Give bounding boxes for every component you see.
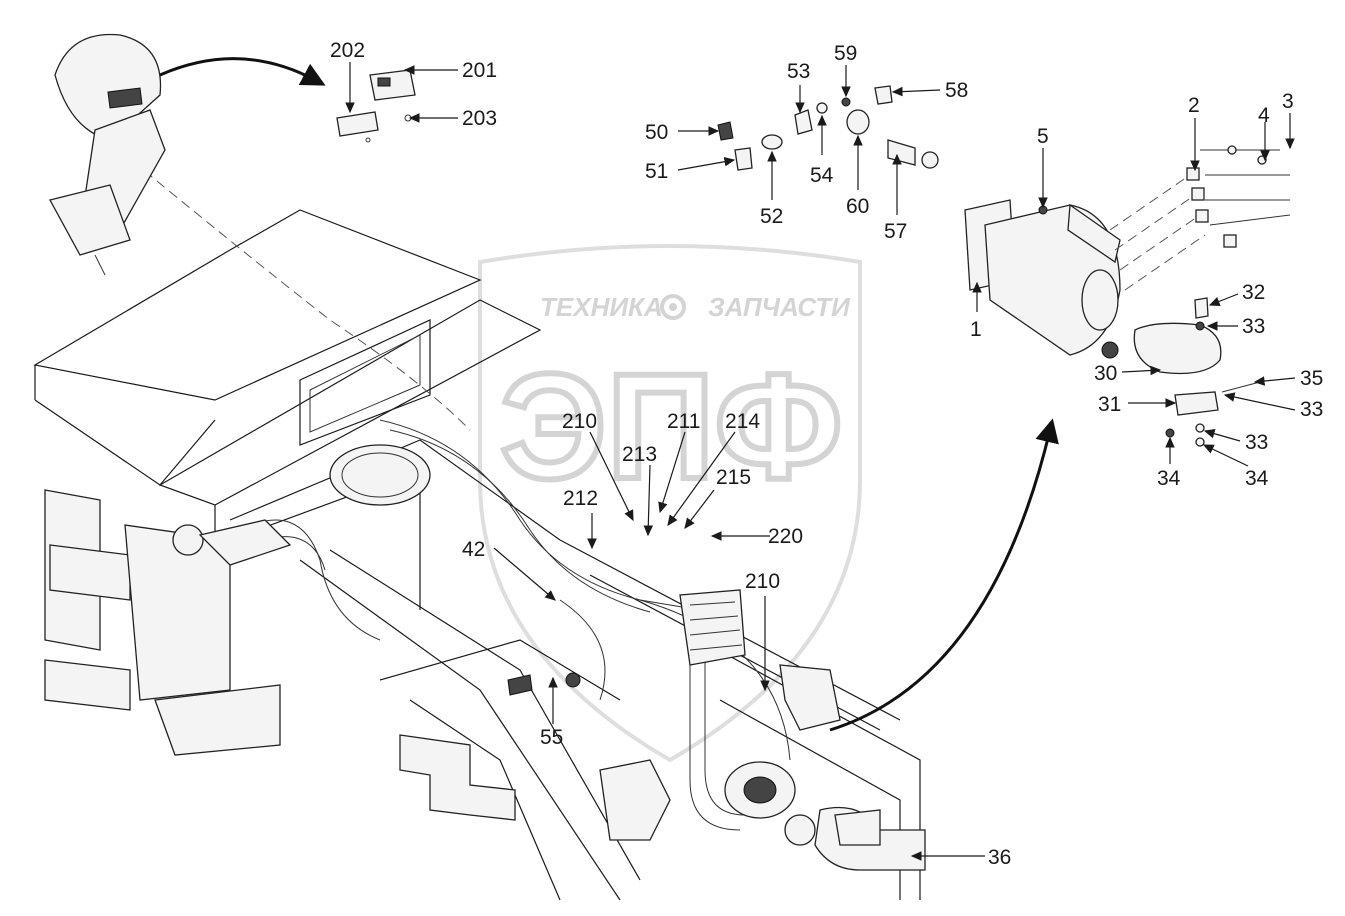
callout-214: 214 xyxy=(725,410,760,433)
callout-34-b: 34 xyxy=(1245,467,1269,490)
callout-211: 211 xyxy=(667,410,700,433)
callout-55: 55 xyxy=(540,726,563,749)
control-panel-illustration xyxy=(49,33,166,276)
callout-30: 30 xyxy=(1094,362,1117,385)
callout-203: 203 xyxy=(462,107,497,130)
arrow-frame-to-heater xyxy=(829,418,1059,732)
callout-51: 51 xyxy=(645,160,668,183)
callout-50: 50 xyxy=(645,121,668,144)
watermark-logo: ЭПФ xyxy=(500,342,843,510)
callout-35: 35 xyxy=(1300,367,1323,390)
callout-33-a: 33 xyxy=(1242,315,1265,338)
callout-210-a: 210 xyxy=(562,410,597,433)
callout-1: 1 xyxy=(970,318,982,341)
callout-5: 5 xyxy=(1037,125,1049,148)
gear-icon xyxy=(660,294,686,320)
callout-labels: 202 201 203 53 59 58 50 51 54 52 60 57 2… xyxy=(330,39,1323,869)
callout-2: 2 xyxy=(1188,94,1200,117)
callout-53: 53 xyxy=(787,60,810,83)
callout-42: 42 xyxy=(462,538,485,561)
callout-36: 36 xyxy=(988,846,1011,869)
callout-60: 60 xyxy=(846,195,869,218)
callout-59: 59 xyxy=(834,42,857,65)
vehicle-frame xyxy=(33,129,926,901)
arrow-panel-to-detail xyxy=(159,57,326,86)
callout-31: 31 xyxy=(1098,393,1121,416)
leader-lines xyxy=(345,62,1296,861)
callout-52: 52 xyxy=(760,205,783,228)
callout-33-b: 33 xyxy=(1300,398,1323,421)
callout-202: 202 xyxy=(330,39,365,62)
callout-34-a: 34 xyxy=(1157,467,1181,490)
callout-57: 57 xyxy=(884,220,907,243)
callout-212: 212 xyxy=(563,487,598,510)
callout-4: 4 xyxy=(1258,104,1270,127)
callout-215: 215 xyxy=(716,466,751,489)
watermark-shield xyxy=(478,244,862,763)
callout-201: 201 xyxy=(462,59,497,82)
callout-33-c: 33 xyxy=(1245,431,1268,454)
callout-213: 213 xyxy=(622,443,657,466)
callout-32: 32 xyxy=(1242,281,1265,304)
display-module-detail xyxy=(336,69,416,143)
watermark: ТЕХНИКА ЗАПЧАСТИ ЭПФ xyxy=(478,244,862,763)
callout-210-b: 210 xyxy=(745,570,780,593)
callout-58: 58 xyxy=(945,79,968,102)
heater-unit-detail xyxy=(964,145,1291,447)
small-parts-cluster xyxy=(717,85,939,171)
callout-220: 220 xyxy=(768,525,803,548)
callout-54: 54 xyxy=(810,164,834,187)
callout-3: 3 xyxy=(1282,90,1294,113)
watermark-right-word: ЗАПЧАСТИ xyxy=(708,292,851,322)
watermark-left-word: ТЕХНИКА xyxy=(540,292,663,322)
